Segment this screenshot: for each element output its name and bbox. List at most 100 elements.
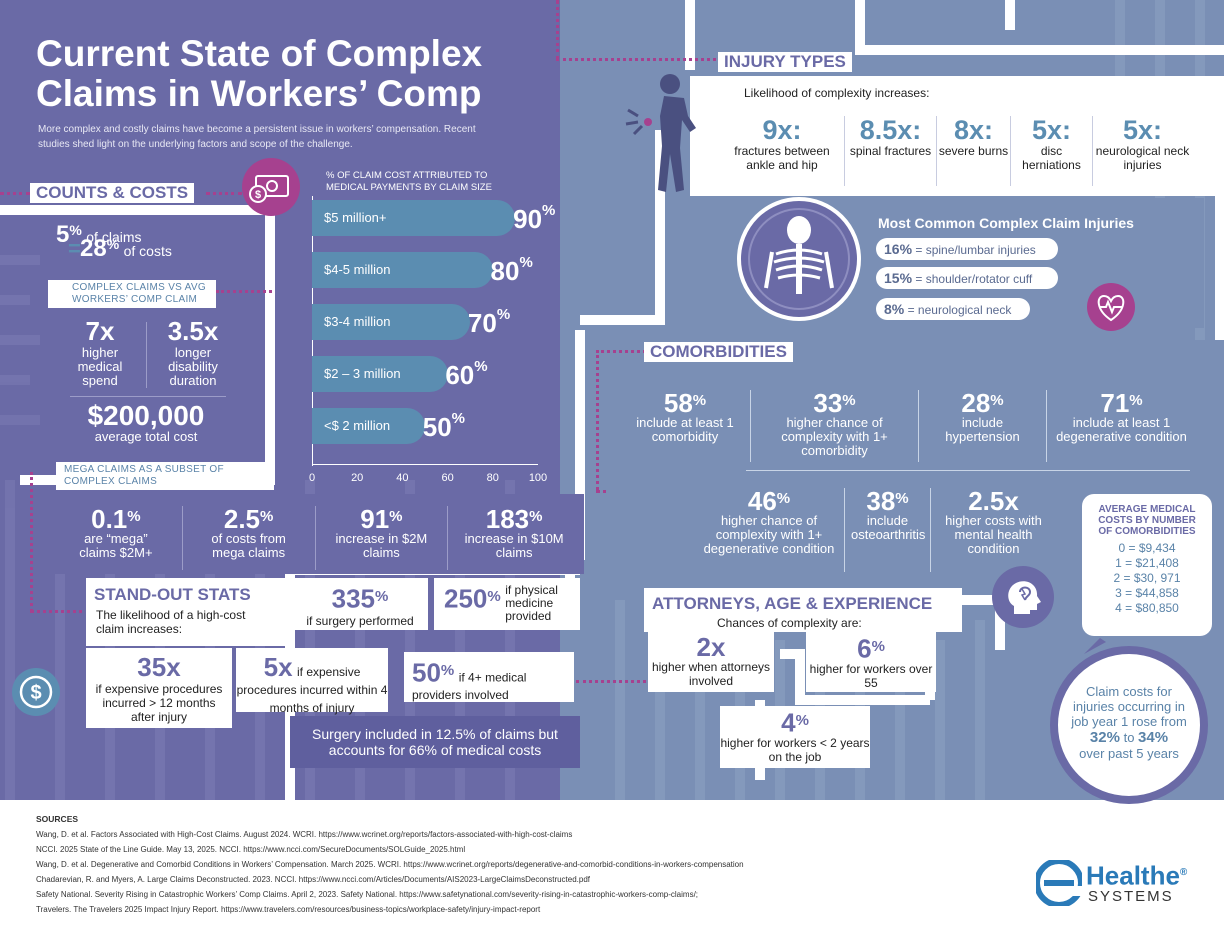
source-line: Wang, D. et al. Factors Associated with … <box>36 830 573 839</box>
injury-num: 5x: <box>1031 115 1072 145</box>
comorbidity-sup: % <box>990 392 1004 409</box>
avg-cost-item: 4 = $80,850 <box>1115 601 1179 615</box>
chart-bar-label: $3-4 million <box>324 314 391 329</box>
mega-heading: MEGA CLAIMS AS A SUBSET OF COMPLEX CLAIM… <box>64 464 224 487</box>
chart-title: % OF CLAIM COST ATTRIBUTED TO MEDICAL PA… <box>326 170 492 193</box>
skeleton-icon <box>737 197 861 321</box>
chart-axis-line <box>312 464 538 465</box>
common-injury-pct: 15% <box>884 270 913 286</box>
injury-label: neurological neck injuries <box>1095 144 1190 172</box>
stat1-label: higher medical spend <box>77 345 123 388</box>
circle-range: 32% to 34% <box>1068 729 1190 746</box>
standout-intro: The likelihood of a high-cost claim incr… <box>96 608 246 636</box>
mega-stat-label: increase in $10M claims <box>464 531 564 560</box>
s250-num: 250 <box>444 583 488 614</box>
logo-name: Healthe® <box>1086 860 1187 889</box>
chart-value-number: 60 <box>445 360 475 390</box>
logo-text: Healthe <box>1086 860 1180 891</box>
chart-tick-label: 60 <box>441 472 454 484</box>
comorbidity-sup: % <box>1129 392 1143 409</box>
injury-stat: 5x:disc herniations <box>1010 116 1092 186</box>
dotted-connector <box>30 472 33 612</box>
mega-sup: % <box>389 508 403 525</box>
mega-num: 91 <box>360 504 390 534</box>
injury-intro: Likelihood of complexity increases: <box>744 86 930 100</box>
avg-costs-card: AVERAGE MEDICAL COSTS BY NUMBER OF COMOR… <box>1082 494 1212 636</box>
injury-num: 8.5x: <box>859 115 922 145</box>
dotted-connector <box>556 0 559 60</box>
chart-value-number: 90 <box>513 204 543 234</box>
mega-stat: 91%increase in $2M claims <box>314 504 448 570</box>
heart-monitor-icon <box>1087 283 1135 331</box>
mega-sup: % <box>127 508 141 525</box>
mega-num: 2.5 <box>223 504 261 534</box>
dotted-connector <box>0 192 30 195</box>
circle-to: 34% <box>1138 729 1169 746</box>
mega-heading-box: MEGA CLAIMS AS A SUBSET OF COMPLEX CLAIM… <box>56 462 274 490</box>
mega-num: 0.1 <box>91 504 128 534</box>
attorneys-intro: Chances of complexity are: <box>717 616 862 630</box>
injury-intro-box <box>690 76 1224 196</box>
pct-sym: % <box>440 662 455 679</box>
circle-to-word: to <box>1123 730 1135 745</box>
sources-heading: SOURCES <box>36 814 79 824</box>
injury-stat: 9x:fractures between ankle and hip <box>720 116 844 186</box>
mega-sup: % <box>529 508 543 525</box>
comorbidity-stat: 33%higher chance of complexity with 1+ c… <box>750 390 918 462</box>
logo-reg: ® <box>1179 867 1188 878</box>
injury-stat: 5x:neurological neck injuries <box>1092 116 1192 186</box>
injury-label: severe burns <box>938 144 1009 158</box>
age-stat-box: 6% higher for workers over 55 <box>806 632 936 692</box>
dotted-connector <box>206 192 242 195</box>
surgery-note-panel: Surgery included in 12.5% of claims but … <box>290 716 580 768</box>
healthe-e-icon <box>1036 860 1082 906</box>
page-subtitle: More complex and costly claims have beco… <box>38 124 476 150</box>
a1-label: higher when attorneys involved <box>651 660 771 688</box>
chart-tick-label: 80 <box>486 472 499 484</box>
chart-value-suffix: % <box>496 306 511 323</box>
stat2-num: 3.5x <box>167 316 219 346</box>
stat-disability: 3.5x longer disability duration <box>152 318 234 388</box>
a1-num: 2x <box>696 632 726 662</box>
source-line: NCCI. 2025 State of the Line Guide. May … <box>36 845 466 854</box>
chart-bar-label: <$ 2 million <box>324 418 391 433</box>
arrow-icon <box>1084 638 1106 654</box>
healthe-logo: Healthe® SYSTEMS <box>1036 858 1196 908</box>
common-injuries-title: Most Common Complex Claim Injuries <box>878 215 1134 231</box>
chart-bar-value: 90% <box>475 202 556 235</box>
sources-list: Wang, D. et al. Factors Associated with … <box>36 827 936 917</box>
injury-types-title: INJURY TYPES <box>718 52 852 72</box>
svg-text:$: $ <box>30 682 41 704</box>
s250-label: if physical medicine provided <box>505 583 558 623</box>
common-injury-pill: 16% = spine/lumbar injuries <box>876 238 1058 260</box>
injury-label: spinal fractures <box>849 144 932 158</box>
avg-cost-item: 1 = $21,408 <box>1115 556 1179 570</box>
avg-cost-item: 0 = $9,434 <box>1118 541 1176 555</box>
chart-bar <box>312 252 493 288</box>
common-injury-pct: 8% <box>884 301 905 317</box>
attorneys-stat-box: 2x higher when attorneys involved <box>648 632 774 692</box>
comorbidity-stat: 46%higher chance of complexity with 1+ d… <box>694 488 844 572</box>
chart-value-number: 50 <box>422 412 452 442</box>
comorbidity-num-value: 2.5x <box>968 486 1019 516</box>
comorbidity-label: include osteoarthritis <box>851 513 926 542</box>
comorbidity-label: include hypertension <box>945 415 1020 444</box>
total-label: average total cost <box>94 429 198 444</box>
s50-num: 50 <box>412 657 441 688</box>
chart-value-suffix: % <box>474 358 488 375</box>
chart-tick-label: 100 <box>528 472 548 484</box>
dotted-connector <box>556 58 716 61</box>
chart-value-suffix: % <box>542 202 556 219</box>
counts-costs-title: COUNTS & COSTS <box>30 183 195 203</box>
comorbidity-num: 33% <box>751 390 918 416</box>
comorbidity-label: higher chance of complexity with 1+ como… <box>781 415 888 458</box>
dotted-connector <box>30 610 90 613</box>
experience-stat-box: 4% higher for workers < 2 years on the j… <box>720 706 870 768</box>
stat1-num: 7x <box>85 316 115 346</box>
comorbidity-sup: % <box>895 490 909 507</box>
pct-costs-num: 28 <box>80 235 107 262</box>
logo-sub: SYSTEMS <box>1088 888 1174 905</box>
